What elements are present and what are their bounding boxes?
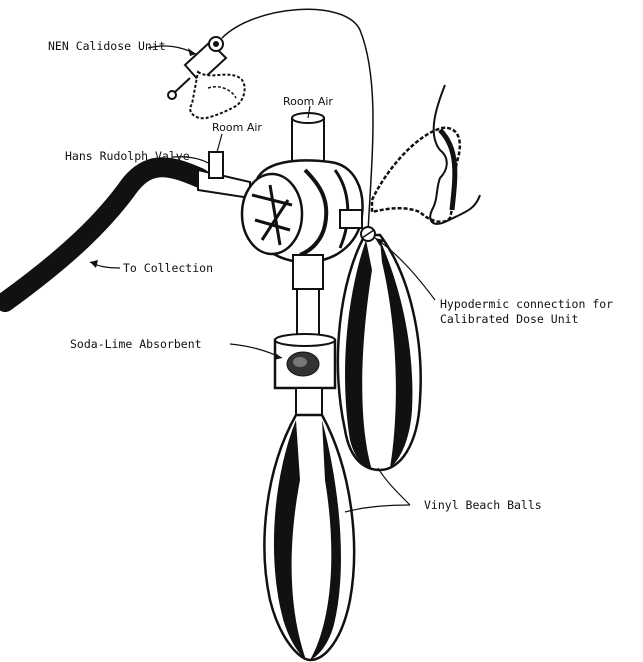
label-valve: Hans Rudolph Valve <box>65 150 190 163</box>
label-hypodermic-2: Calibrated Dose Unit <box>440 313 578 326</box>
leader-balls-1 <box>378 468 410 505</box>
soda-lime-canister <box>275 334 335 388</box>
upper-beach-ball <box>338 235 421 470</box>
face-mask <box>372 128 460 222</box>
lower-beach-ball <box>264 415 354 660</box>
label-room-air-left: Room Air <box>212 121 262 134</box>
leader-room-air-left <box>217 134 222 152</box>
label-room-air-top: Room Air <box>283 95 333 108</box>
hypodermic-connection <box>361 227 375 241</box>
calidose-unit <box>168 37 245 118</box>
leader-balls-2 <box>345 505 410 512</box>
label-calidose: NEN Calidose Unit <box>48 40 166 53</box>
room-air-side-tube <box>209 152 223 178</box>
collection-tube <box>5 167 200 302</box>
label-hypodermic-1: Hypodermic connection for <box>440 298 613 311</box>
label-soda-lime: Soda-Lime Absorbent <box>70 338 202 351</box>
label-collection: To Collection <box>123 262 213 275</box>
label-beach-balls: Vinyl Beach Balls <box>424 499 542 512</box>
hans-rudolph-valve <box>242 160 363 262</box>
